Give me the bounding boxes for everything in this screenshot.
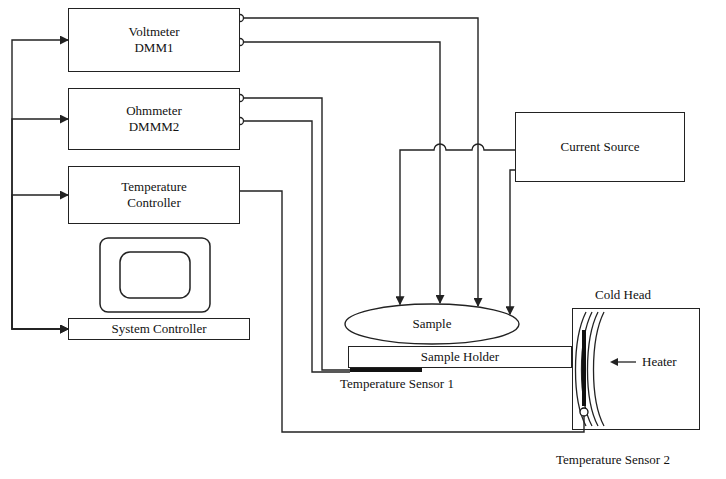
heater-coil [576,312,605,426]
node-label: System Controller [112,321,207,337]
sample-ellipse: Sample [344,303,520,345]
monitor-outline [100,238,210,312]
instrument-box: Voltmeter DMM1 [68,8,240,72]
cold-head: Cold Head [572,308,700,430]
leader-head [610,358,618,366]
sample-holder: Sample Holder [348,346,572,368]
sensor-bulb [580,408,588,416]
sensor-wire [244,98,350,370]
temperature-sensor-1 [350,368,422,372]
node-label: Sample Holder [421,349,499,365]
connector [12,195,68,329]
node-label: Voltmeter DMM1 [112,24,196,55]
connector [244,18,478,306]
node-label: Temperature Controller [109,179,199,210]
connector [510,170,515,314]
sensor-wire [240,191,584,432]
temperature-sensor-2 [582,330,586,406]
instrument-box: Ohmmeter DMMM2 [68,88,240,150]
connector [12,40,68,329]
monitor-screen [120,252,190,298]
connector [400,144,515,304]
node-label: Sample [413,316,452,332]
source-box: Current Source [515,112,685,182]
controller-box: Temperature Controller [68,166,240,224]
sensor-label: Temperature Sensor 2 [556,452,670,468]
sensor-wire [244,121,350,372]
connector [244,42,440,303]
controller-box: System Controller [68,318,250,340]
connector [12,119,68,329]
node-label: Current Source [560,139,639,155]
sensor-label: Temperature Sensor 1 [340,376,454,392]
heater-label: Heater [642,354,677,370]
node-label: Ohmmeter DMMM2 [112,103,196,134]
node-heading: Cold Head [595,287,651,303]
